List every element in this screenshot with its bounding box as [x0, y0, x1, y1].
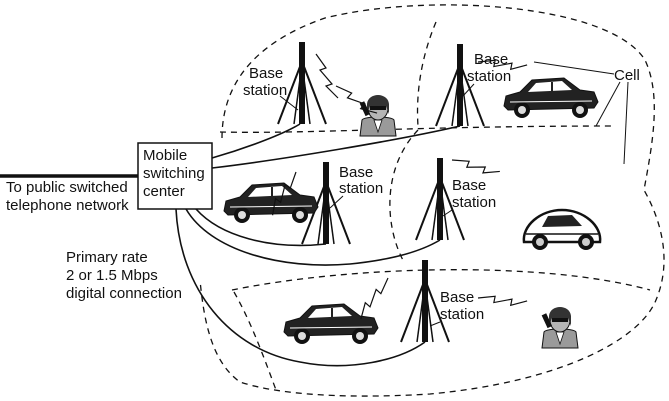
- base-station-5-label-line2: station: [440, 306, 484, 323]
- primary-rate-line2: 2 or 1.5 Mbps: [66, 267, 158, 284]
- base-station-3-label-line2: station: [339, 180, 383, 197]
- link-to-base-station-5: [175, 208, 426, 367]
- cell-divider-5: [233, 291, 277, 391]
- cell-divider-4: [231, 269, 651, 291]
- msc-links: [175, 123, 461, 367]
- base-station-2: Base station: [435, 43, 511, 127]
- base-station-2-label-line1: Base: [474, 51, 508, 68]
- base-station-5-label-line1: Base: [440, 289, 474, 306]
- link-to-base-station-1: [211, 123, 301, 159]
- cell-outer-boundary: [199, 4, 665, 397]
- msc-label-line3: center: [143, 183, 185, 200]
- car-icon: [223, 182, 319, 224]
- person-with-phone-icon: [541, 306, 579, 349]
- pstn-label-line1: To public switched: [6, 179, 128, 196]
- link-to-base-station-3: [195, 208, 327, 247]
- base-station-4-label-line2: station: [452, 194, 496, 211]
- primary-rate-line3: digital connection: [66, 285, 182, 302]
- person-with-phone-icon: [359, 94, 397, 137]
- base-station-5: Base station: [400, 259, 484, 343]
- link-to-base-station-4: [185, 208, 441, 266]
- car-icon: [503, 77, 599, 119]
- base-station-4-label-line1: Base: [452, 177, 486, 194]
- mobile-switching-center-box: [137, 142, 213, 210]
- base-station-4: Base station: [415, 157, 496, 241]
- base-station-2-label-line2: station: [467, 68, 511, 85]
- primary-rate-line1: Primary rate: [66, 249, 148, 266]
- msc-label-line1: Mobile: [143, 147, 187, 164]
- cell-divider-3: [389, 129, 419, 263]
- lightning-signal-icon: [477, 278, 528, 321]
- base-station-1: Base station: [243, 41, 327, 125]
- pstn-label-line2: telephone network: [6, 197, 129, 214]
- base-station-3-label-line1: Base: [339, 164, 373, 181]
- base-station-1-label-line2: station: [243, 82, 287, 99]
- msc-label-line2: switching: [143, 165, 205, 182]
- label-pointers: [279, 83, 475, 327]
- base-station-3: Base station: [301, 161, 383, 245]
- lightning-signal-icon: [349, 277, 400, 320]
- cell-label: Cell: [614, 67, 640, 84]
- base-station-1-label-line1: Base: [249, 65, 283, 82]
- cell-pointer: [533, 61, 629, 165]
- lightning-signal-icon: [315, 53, 339, 99]
- cell-divider-2: [416, 21, 437, 127]
- car-icon: [522, 208, 602, 252]
- link-to-base-station-2: [211, 125, 461, 169]
